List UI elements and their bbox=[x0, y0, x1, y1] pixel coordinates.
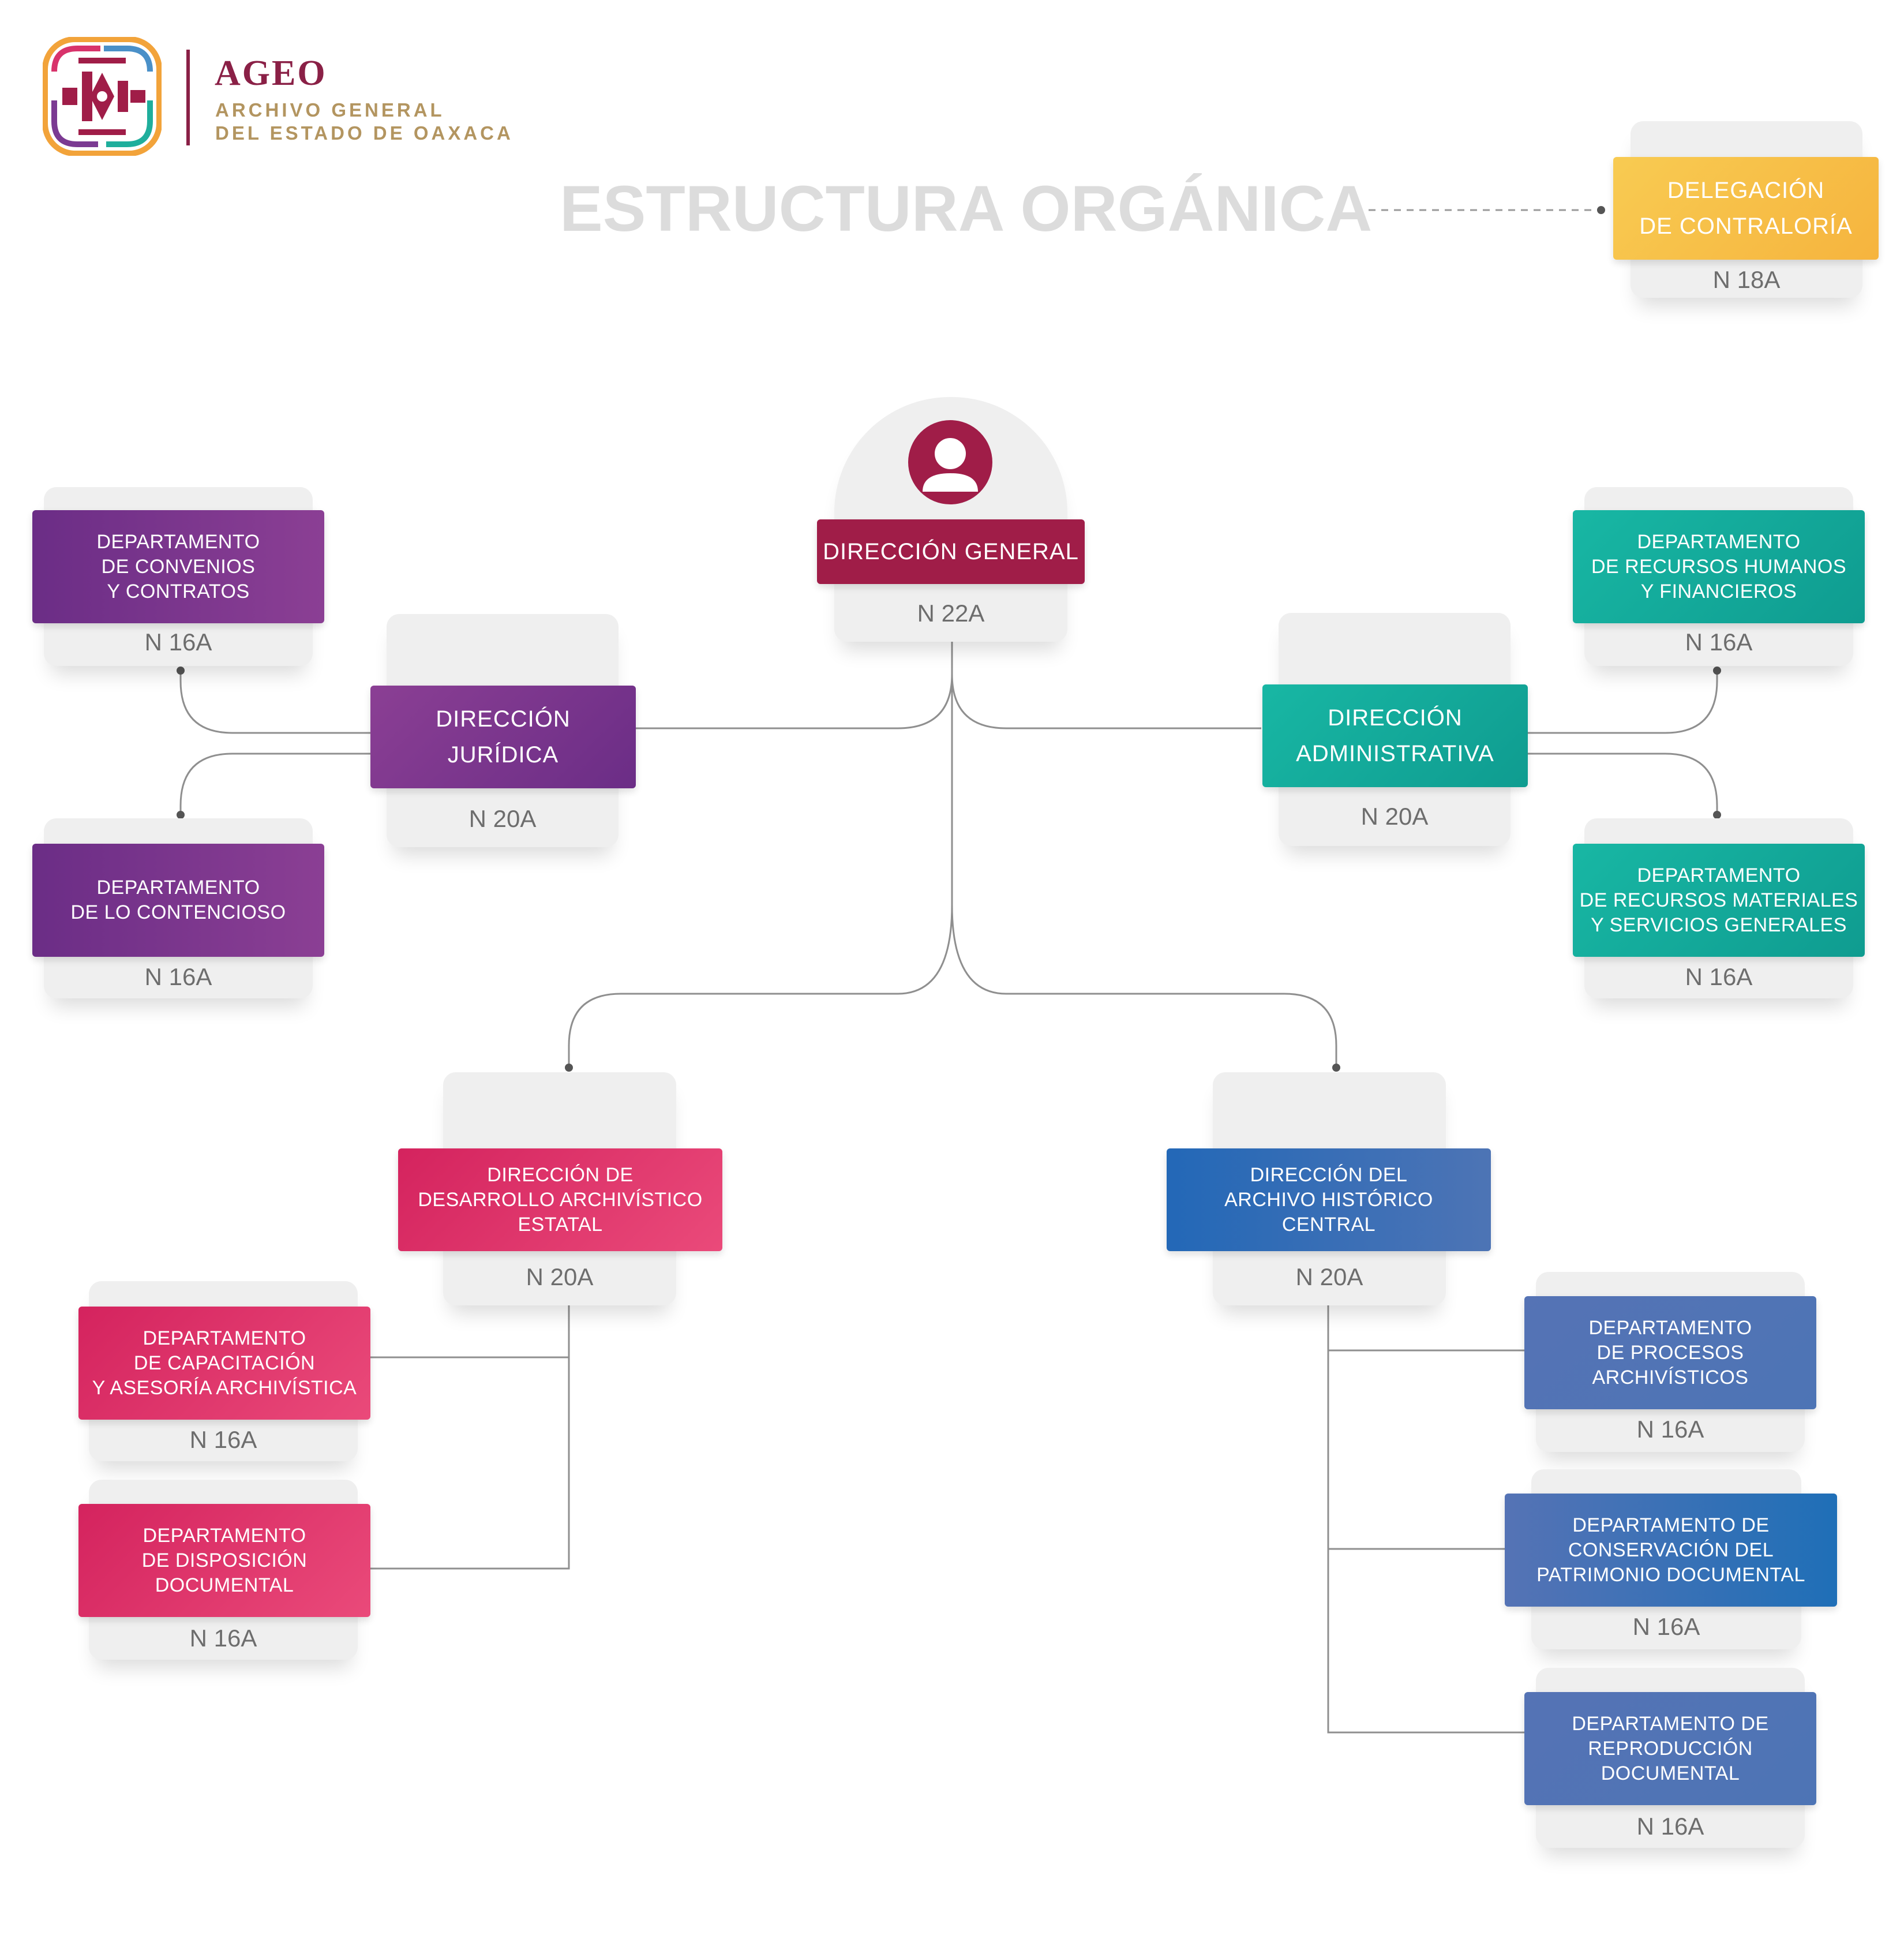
node-level: N 16A bbox=[189, 1625, 257, 1652]
node-title-line: PATRIMONIO DOCUMENTAL bbox=[1536, 1563, 1805, 1586]
node-level: N 16A bbox=[1636, 1813, 1704, 1840]
node-level: N 20A bbox=[526, 1263, 594, 1290]
node-title-box: DEPARTAMENTO DE RECURSOS HUMANOS Y FINAN… bbox=[1573, 510, 1865, 623]
user-avatar-icon bbox=[908, 420, 992, 504]
node-title-box: DIRECCIÓN DE DESARROLLO ARCHIVÍSTICO EST… bbox=[398, 1148, 722, 1251]
logo-separator bbox=[186, 50, 190, 145]
node-title-line: DE CAPACITACIÓN bbox=[133, 1352, 316, 1374]
node-title-line: DE CONVENIOS bbox=[101, 555, 256, 578]
node-title-line: DEPARTAMENTO bbox=[96, 877, 260, 899]
node-title-line: DEPARTAMENTO bbox=[143, 1524, 306, 1547]
node-title-line: DE RECURSOS HUMANOS bbox=[1591, 555, 1847, 578]
node-level: N 16A bbox=[1685, 963, 1753, 990]
node-title-line: ESTATAL bbox=[518, 1213, 603, 1236]
node-level: N 16A bbox=[1632, 1613, 1700, 1640]
node-title-box: DIRECCIÓN ADMINISTRATIVA bbox=[1262, 684, 1528, 787]
node-title-line: JURÍDICA bbox=[447, 742, 559, 768]
node-title-box: DEPARTAMENTO DE CAPACITACIÓN Y ASESORÍA … bbox=[78, 1307, 370, 1420]
node-title-box: DEPARTAMENTO DE CONSERVACIÓN DEL PATRIMO… bbox=[1505, 1494, 1837, 1607]
node-level: N 18A bbox=[1712, 266, 1781, 293]
node-title-line: Y FINANCIEROS bbox=[1640, 580, 1797, 602]
node-title-line: DIRECCIÓN DE bbox=[487, 1163, 634, 1186]
node-title-line: REPRODUCCIÓN bbox=[1588, 1737, 1753, 1760]
node-level: N 16A bbox=[189, 1426, 257, 1453]
node-level: N 16A bbox=[1685, 628, 1753, 656]
node-level: N 20A bbox=[468, 805, 537, 832]
node-title-line: DEPARTAMENTO DE bbox=[1572, 1712, 1769, 1735]
node-level: N 20A bbox=[1295, 1263, 1363, 1290]
node-title-line: DEPARTAMENTO bbox=[1588, 1316, 1752, 1339]
node-title-box: DEPARTAMENTO DE CONVENIOS Y CONTRATOS bbox=[32, 510, 324, 623]
page-title: ESTRUCTURA ORGÁNICA bbox=[560, 173, 1373, 245]
node-title-box: DIRECCIÓN DEL ARCHIVO HISTÓRICO CENTRAL bbox=[1167, 1148, 1491, 1251]
node-title-line: Y SERVICIOS GENERALES bbox=[1591, 914, 1847, 936]
node-title-line: CONSERVACIÓN DEL bbox=[1568, 1539, 1774, 1561]
node-title-line: DIRECCIÓN DEL bbox=[1250, 1163, 1408, 1186]
node-title-line: DEPARTAMENTO bbox=[1637, 530, 1801, 553]
node-title-line: DEPARTAMENTO bbox=[96, 530, 260, 553]
node-level: N 20A bbox=[1360, 803, 1429, 830]
node-title-box: DEPARTAMENTO DE PROCESOS ARCHIVÍSTICOS bbox=[1524, 1296, 1816, 1409]
brand-name: AGEO bbox=[215, 54, 327, 93]
brand-subtitle-line-2: DEL ESTADO DE OAXACA bbox=[215, 122, 514, 144]
node-title-box: DIRECCIÓN GENERAL bbox=[817, 519, 1085, 584]
node-title-line: ARCHIVÍSTICOS bbox=[1592, 1366, 1749, 1388]
node-title-box: DEPARTAMENTO DE LO CONTENCIOSO bbox=[32, 844, 324, 957]
node-title-line: DE PROCESOS bbox=[1596, 1341, 1744, 1364]
node-level: N 16A bbox=[144, 963, 212, 990]
node-title-box: DEPARTAMENTO DE REPRODUCCIÓN DOCUMENTAL bbox=[1524, 1692, 1816, 1805]
node-title-line: DOCUMENTAL bbox=[1601, 1762, 1740, 1784]
node-level: N 16A bbox=[1636, 1416, 1704, 1443]
brand-subtitle-line-1: ARCHIVO GENERAL bbox=[215, 99, 445, 121]
node-title-line: Y CONTRATOS bbox=[107, 580, 250, 602]
ageo-logo-icon bbox=[43, 37, 162, 156]
node-title-line: DE CONTRALORÍA bbox=[1639, 214, 1853, 239]
node-title-line: DIRECCIÓN bbox=[1328, 705, 1463, 731]
node-title-line: ARCHIVO HISTÓRICO bbox=[1224, 1188, 1433, 1211]
node-title-line: DEPARTAMENTO bbox=[143, 1327, 306, 1349]
node-title-line: DE DISPOSICIÓN bbox=[141, 1549, 308, 1571]
node-title-line: Y ASESORÍA ARCHIVÍSTICA bbox=[92, 1376, 357, 1399]
node-title-box: DEPARTAMENTO DE RECURSOS MATERIALES Y SE… bbox=[1573, 844, 1865, 957]
node-title-line: DE RECURSOS MATERIALES bbox=[1579, 889, 1858, 911]
node-title-box: DIRECCIÓN JURÍDICA bbox=[370, 686, 636, 788]
node-title-line: DEPARTAMENTO DE bbox=[1572, 1514, 1770, 1536]
node-title-line: DIRECCIÓN GENERAL bbox=[823, 539, 1079, 564]
node-title-box: DELEGACIÓN DE CONTRALORÍA bbox=[1613, 157, 1879, 260]
node-title-line: ADMINISTRATIVA bbox=[1296, 741, 1494, 766]
node-title-line: DELEGACIÓN bbox=[1667, 178, 1825, 203]
node-title-box: DEPARTAMENTO DE DISPOSICIÓN DOCUMENTAL bbox=[78, 1504, 370, 1617]
node-level: N 22A bbox=[917, 600, 985, 627]
node-title-line: DIRECCIÓN bbox=[436, 706, 571, 732]
node-title-line: CENTRAL bbox=[1281, 1213, 1376, 1236]
node-title-line: DEPARTAMENTO bbox=[1637, 864, 1801, 886]
node-title-line: DE LO CONTENCIOSO bbox=[70, 901, 286, 923]
node-level: N 16A bbox=[144, 628, 212, 656]
node-title-line: DESARROLLO ARCHIVÍSTICO bbox=[418, 1188, 703, 1211]
node-title-line: DOCUMENTAL bbox=[155, 1574, 294, 1596]
